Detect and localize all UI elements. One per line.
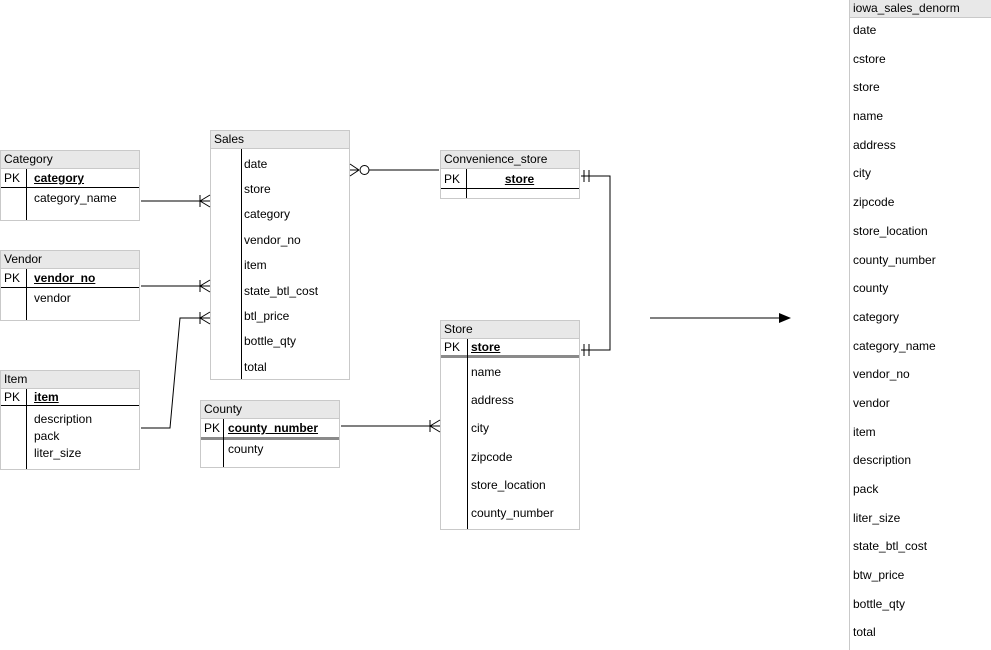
table-title: Convenience_store bbox=[441, 151, 579, 169]
field-row: zipcode bbox=[471, 449, 513, 464]
denorm-field-row: total bbox=[853, 625, 876, 640]
denorm-field-row: vendor_no bbox=[853, 367, 910, 382]
denorm-field-row: category bbox=[853, 309, 900, 324]
denorm-field-row: item bbox=[853, 424, 876, 439]
flow-arrow[interactable] bbox=[650, 313, 791, 323]
table-title: Item bbox=[1, 371, 139, 389]
pk-underline bbox=[441, 188, 579, 189]
field-row: city bbox=[471, 421, 489, 436]
denorm-field-row: description bbox=[853, 453, 912, 468]
field-row: description bbox=[34, 411, 93, 426]
pk-field: item bbox=[34, 390, 59, 404]
field-row: name bbox=[471, 365, 502, 380]
denorm-field-row: liter_size bbox=[853, 510, 901, 525]
field-row: address bbox=[471, 393, 514, 408]
denorm-field-row: store_location bbox=[853, 223, 928, 238]
denorm-table[interactable]: iowa_sales_denorm date cstore store name… bbox=[849, 0, 991, 650]
pk-underline bbox=[1, 187, 139, 188]
denorm-field-row: category_name bbox=[853, 338, 936, 353]
pk-underline bbox=[1, 405, 139, 406]
denorm-field-row: cstore bbox=[853, 51, 886, 66]
table-title: Sales bbox=[211, 131, 349, 149]
field-row: vendor bbox=[34, 291, 71, 305]
field-row: total bbox=[244, 359, 267, 374]
rel-vendor-sales[interactable] bbox=[141, 279, 211, 293]
table-title: Category bbox=[1, 151, 139, 169]
pk-column-divider bbox=[467, 339, 468, 529]
table-item[interactable]: Item PK item description pack liter_size bbox=[0, 370, 140, 470]
table-store[interactable]: Store PK store name address city zipcode… bbox=[440, 320, 580, 530]
pk-column-divider bbox=[26, 269, 27, 320]
field-row: date bbox=[244, 156, 268, 171]
pk-underline bbox=[1, 287, 139, 288]
pk-column-divider bbox=[241, 149, 242, 379]
pk-label: PK bbox=[444, 171, 461, 186]
pk-label: PK bbox=[4, 271, 21, 285]
pk-underline bbox=[201, 437, 339, 440]
denorm-field-row: city bbox=[853, 166, 871, 181]
denorm-field-row: address bbox=[853, 137, 896, 152]
pk-column-divider bbox=[26, 169, 27, 220]
rel-county-store[interactable] bbox=[341, 419, 441, 433]
rel-sales-convenience-store[interactable] bbox=[349, 163, 439, 177]
field-row: category bbox=[244, 207, 291, 222]
denorm-title: iowa_sales_denorm bbox=[850, 0, 991, 18]
denorm-field-row: name bbox=[853, 109, 884, 124]
denorm-field-row: store bbox=[853, 80, 880, 95]
denorm-field-row: btw_price bbox=[853, 568, 905, 583]
pk-label: PK bbox=[4, 390, 21, 404]
rel-category-sales[interactable] bbox=[141, 194, 211, 208]
table-title: Store bbox=[441, 321, 579, 339]
pk-column-divider bbox=[223, 419, 224, 467]
field-row: vendor_no bbox=[244, 232, 301, 247]
field-row: category_name bbox=[34, 191, 117, 205]
denorm-field-row: state_btl_cost bbox=[853, 539, 928, 554]
denorm-field-row: county_number bbox=[853, 252, 936, 267]
pk-label: PK bbox=[4, 171, 21, 185]
table-convenience-store[interactable]: Convenience_store PK store bbox=[440, 150, 580, 199]
pk-field: category bbox=[34, 171, 85, 185]
table-title: Vendor bbox=[1, 251, 139, 269]
table-category[interactable]: Category PK category category_name bbox=[0, 150, 140, 221]
field-row: county bbox=[228, 442, 264, 456]
field-row: county_number bbox=[471, 506, 554, 521]
pk-label: PK bbox=[444, 340, 461, 354]
field-row: btl_price bbox=[244, 309, 290, 324]
denorm-field-row: date bbox=[853, 23, 877, 37]
rel-convenience-store-store[interactable] bbox=[581, 170, 611, 356]
pk-field: store bbox=[471, 340, 501, 354]
pk-field: county_number bbox=[228, 421, 319, 435]
pk-column-divider bbox=[26, 389, 27, 469]
denorm-field-row: bottle_qty bbox=[853, 596, 906, 611]
field-row: liter_size bbox=[34, 445, 82, 460]
field-row: store bbox=[244, 182, 271, 197]
denorm-field-row: pack bbox=[853, 482, 879, 496]
denorm-field-row: vendor bbox=[853, 395, 890, 410]
pk-field: vendor_no bbox=[34, 271, 96, 285]
field-row: item bbox=[244, 258, 267, 273]
denorm-field-row: county bbox=[853, 281, 889, 296]
field-row: bottle_qty bbox=[244, 334, 297, 349]
field-row: pack bbox=[34, 428, 60, 443]
table-county[interactable]: County PK county_number county bbox=[200, 400, 340, 468]
table-vendor[interactable]: Vendor PK vendor_no vendor bbox=[0, 250, 140, 321]
pk-field: store bbox=[504, 171, 535, 186]
table-sales[interactable]: Sales date store category vendor_no item… bbox=[210, 130, 350, 380]
pk-underline bbox=[441, 355, 579, 358]
field-row: state_btl_cost bbox=[244, 283, 319, 298]
denorm-field-row: zipcode bbox=[853, 195, 895, 210]
pk-label: PK bbox=[204, 421, 221, 435]
table-title: County bbox=[201, 401, 339, 419]
field-row: store_location bbox=[471, 477, 546, 492]
pk-column-divider bbox=[466, 169, 467, 198]
